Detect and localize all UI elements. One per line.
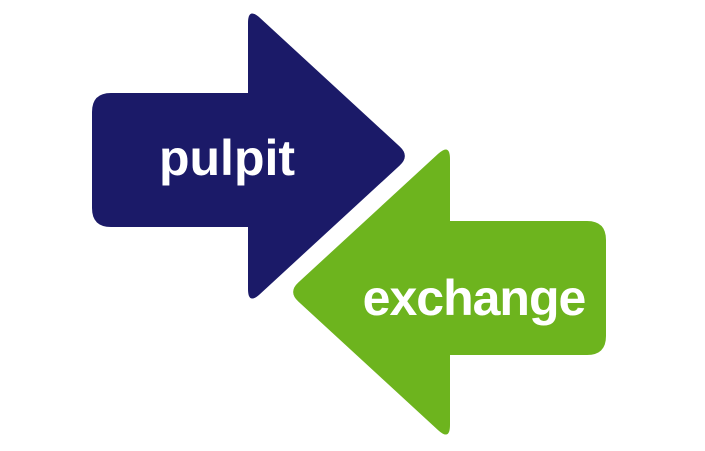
exchange-label: exchange xyxy=(363,270,586,326)
pulpit-label: pulpit xyxy=(159,130,295,186)
